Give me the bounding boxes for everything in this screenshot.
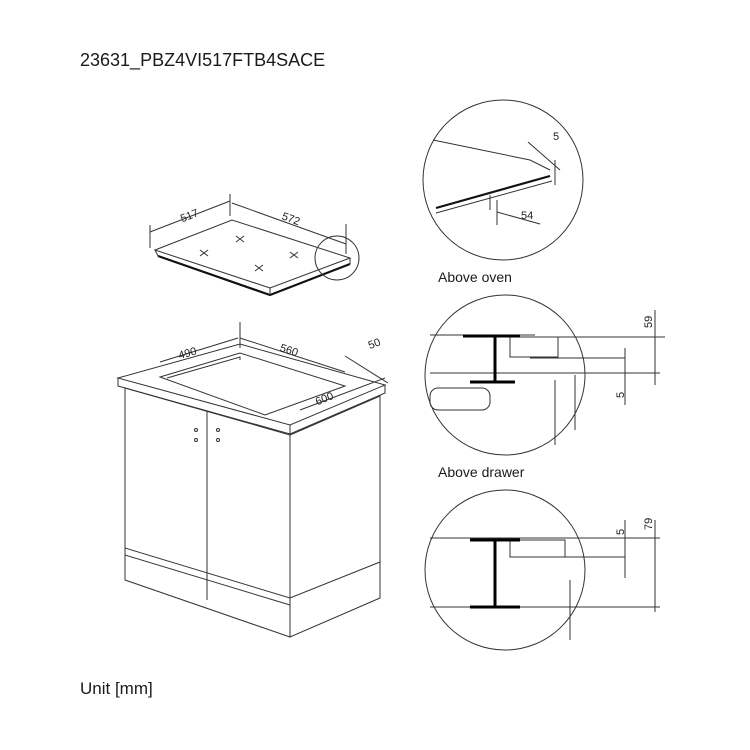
- burner-marks: [199, 235, 299, 272]
- edge-offset-dim: 50: [367, 337, 383, 352]
- worktop-section-hatch: [509, 336, 559, 358]
- drawer-total-dim: 79: [643, 518, 655, 530]
- above-drawer-detail: 5 79: [424, 489, 660, 651]
- drawer-gap-dim: 5: [615, 529, 627, 535]
- above-oven-label: Above oven: [438, 269, 512, 285]
- detail-circle-marker: [314, 235, 360, 281]
- hob-width-dim: 572: [280, 211, 301, 229]
- worktop-section-hatch: [509, 539, 566, 558]
- detail-top-dim-a: 5: [553, 131, 559, 143]
- detail-top-circle: 5 54: [422, 99, 584, 261]
- cabinet-drawing: 490 560 50 600: [116, 322, 389, 638]
- unit-label: Unit [mm]: [80, 679, 153, 698]
- door-hinges: [194, 428, 220, 442]
- worktop-depth-dim: 600: [314, 390, 336, 408]
- cutout-width-dim: 560: [278, 342, 299, 359]
- hob-drawing: 517 572: [149, 194, 360, 297]
- oven-total-dim: 59: [643, 316, 655, 328]
- cutout-depth-dim: 490: [177, 345, 198, 362]
- above-drawer-label: Above drawer: [438, 464, 525, 480]
- oven-gap-dim: 5: [615, 392, 627, 398]
- model-title: 23631_PBZ4VI517FTB4SACE: [80, 50, 326, 70]
- hob-depth-dim: 517: [179, 207, 200, 225]
- above-oven-detail: 59 5: [424, 294, 665, 456]
- detail-top-dim-b: 54: [521, 210, 533, 222]
